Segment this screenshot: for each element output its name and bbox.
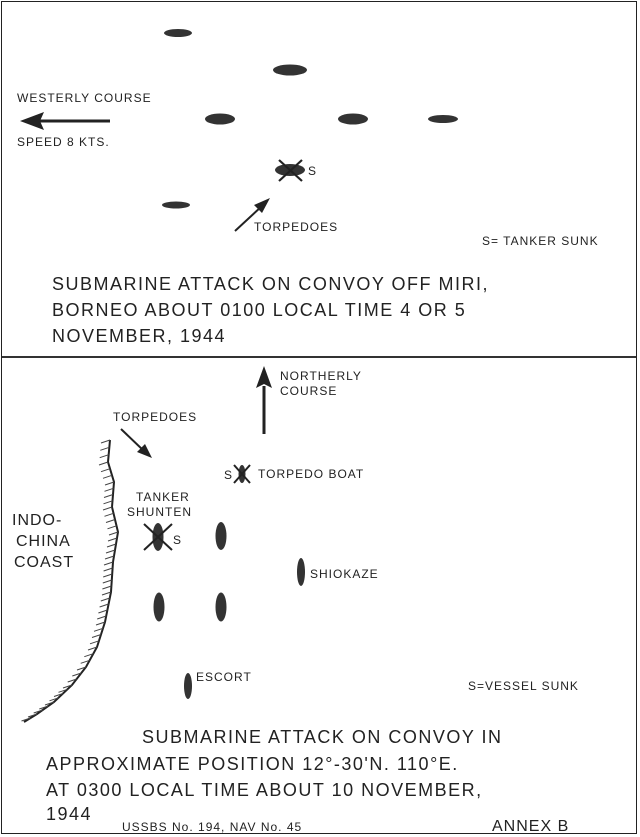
coast-label: CHINA: [16, 533, 71, 550]
torpedo-boat-label: TORPEDO BOAT: [258, 467, 364, 481]
ship-mark: [164, 29, 192, 37]
upper-title-line: BORNEO ABOUT 0100 LOCAL TIME 4 OR 5: [52, 300, 466, 320]
ship-mark: [215, 592, 227, 622]
sunk-cross-icon: [233, 464, 251, 484]
sunk-cross-icon: [143, 523, 173, 551]
lower-title-line: AT 0300 LOCAL TIME ABOUT 10 NOVEMBER,: [46, 780, 483, 800]
tanker-label: SHUNTEN: [127, 505, 192, 519]
ship-mark: [338, 113, 368, 125]
upper-title-line: SUBMARINE ATTACK ON CONVOY OFF MIRI,: [52, 274, 489, 294]
upper-title-line: NOVEMBER, 1944: [52, 326, 226, 346]
torpedo-boat-marker: S: [224, 468, 233, 482]
lower-panel: NORTHERLY COURSE TORPEDOES S TORPEDO BOA…: [12, 366, 579, 834]
upper-panel: S WESTERLY COURSE SPEED 8 KTS. TORPEDOES…: [17, 29, 599, 346]
westerly-course-label: WESTERLY COURSE: [17, 91, 152, 105]
coastline: [23, 439, 120, 723]
torpedo-arrow-head-icon: [137, 444, 152, 458]
source-footer: USSBS No. 194, NAV No. 45: [122, 820, 302, 834]
legend-tanker-sunk: S= TANKER SUNK: [482, 234, 599, 248]
shiokaze-ship-mark: [297, 558, 305, 586]
northerly-course-label: NORTHERLY: [280, 369, 362, 383]
torpedo-arrow-icon: [234, 205, 263, 232]
tanker-label: TANKER: [136, 490, 190, 504]
legend-vessel-sunk: S=VESSEL SUNK: [468, 679, 579, 693]
lower-title-line: APPROXIMATE POSITION 12°-30'N. 110°E.: [46, 754, 459, 774]
sunk-marker: S: [308, 164, 317, 178]
lower-title-line: 1944: [46, 804, 92, 824]
ship-mark: [428, 115, 458, 123]
coast-label: COAST: [14, 554, 74, 571]
ship-mark: [153, 592, 165, 622]
torpedoes-label: TORPEDOES: [113, 410, 197, 424]
torpedo-arrow-head-icon: [254, 198, 270, 213]
course-arrow-head-icon: [20, 112, 44, 130]
shiokaze-label: SHIOKAZE: [310, 567, 379, 581]
torpedo-arrow-icon: [120, 428, 145, 452]
coastline-hatching: [21, 439, 119, 722]
lower-title-line: SUBMARINE ATTACK ON CONVOY IN: [142, 727, 503, 747]
speed-label: SPEED 8 KTS.: [17, 135, 110, 149]
ship-mark: [215, 522, 227, 550]
coast-label: INDO-: [12, 512, 62, 529]
sunk-cross-icon: [278, 159, 303, 182]
escort-label: ESCORT: [196, 670, 252, 684]
annex-label: ANNEX B: [492, 818, 569, 834]
ship-mark: [162, 201, 190, 209]
course-arrow-head-icon: [256, 366, 272, 388]
ship-mark: [273, 64, 307, 76]
torpedoes-label: TORPEDOES: [254, 220, 338, 234]
ship-mark: [205, 113, 235, 125]
escort-ship-mark: [184, 673, 192, 699]
tanker-marker: S: [173, 533, 182, 547]
northerly-course-label: COURSE: [280, 384, 337, 398]
